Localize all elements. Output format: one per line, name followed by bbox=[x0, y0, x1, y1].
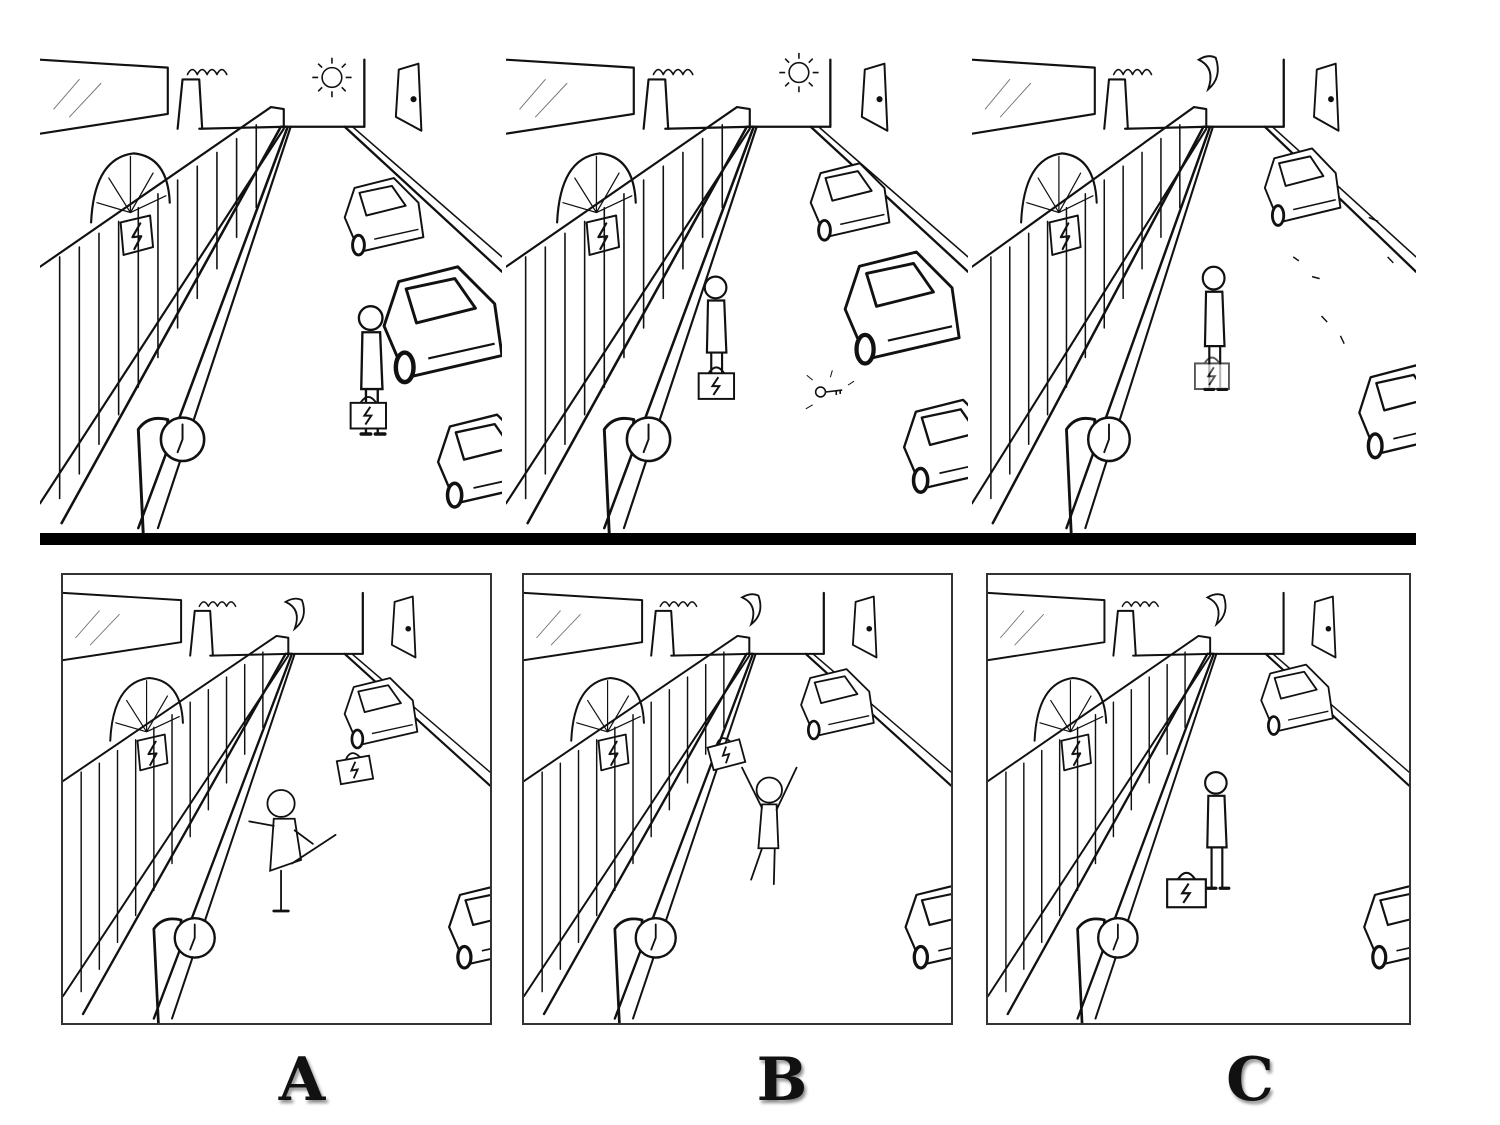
moon-icon bbox=[284, 597, 305, 630]
parked-car bbox=[384, 267, 502, 382]
electric-bag bbox=[1193, 356, 1230, 391]
parked-car bbox=[447, 882, 490, 970]
option-label-a: A bbox=[278, 1045, 326, 1115]
parked-car bbox=[903, 882, 951, 970]
divider-bar bbox=[40, 533, 1416, 545]
parked-car bbox=[1357, 363, 1416, 460]
story-panel-1 bbox=[40, 40, 502, 533]
story-panel-3 bbox=[972, 40, 1416, 533]
moon-icon bbox=[1206, 593, 1227, 626]
moon-icon bbox=[741, 593, 762, 626]
option-label-b: B bbox=[756, 1045, 808, 1115]
parked-car bbox=[436, 412, 502, 509]
departing-car bbox=[1263, 146, 1342, 227]
parked-car bbox=[902, 398, 968, 494]
electric-bag bbox=[334, 749, 375, 786]
electric-bag bbox=[705, 733, 747, 772]
parked-car bbox=[1362, 882, 1409, 970]
parked-car bbox=[1259, 663, 1335, 736]
option-label-c: C bbox=[1226, 1045, 1274, 1115]
electric-bag bbox=[697, 366, 736, 400]
key-icon bbox=[805, 370, 855, 410]
parked-car bbox=[799, 667, 876, 741]
moon-icon bbox=[1197, 55, 1219, 91]
option-panel-a[interactable] bbox=[61, 573, 492, 1025]
electric-bag bbox=[349, 395, 387, 430]
story-strip bbox=[40, 40, 1416, 545]
story-panel-2 bbox=[506, 40, 968, 533]
electric-bag bbox=[1166, 871, 1207, 909]
sun-icon bbox=[778, 52, 820, 94]
parked-car bbox=[845, 252, 959, 364]
sun-icon bbox=[311, 56, 353, 98]
parked-car bbox=[343, 676, 419, 750]
option-panel-b[interactable] bbox=[522, 573, 953, 1025]
person-kicking bbox=[248, 789, 337, 913]
parked-car bbox=[809, 161, 891, 242]
option-panel-c[interactable] bbox=[986, 573, 1411, 1025]
person-jumping bbox=[741, 766, 798, 886]
person bbox=[1203, 770, 1231, 890]
